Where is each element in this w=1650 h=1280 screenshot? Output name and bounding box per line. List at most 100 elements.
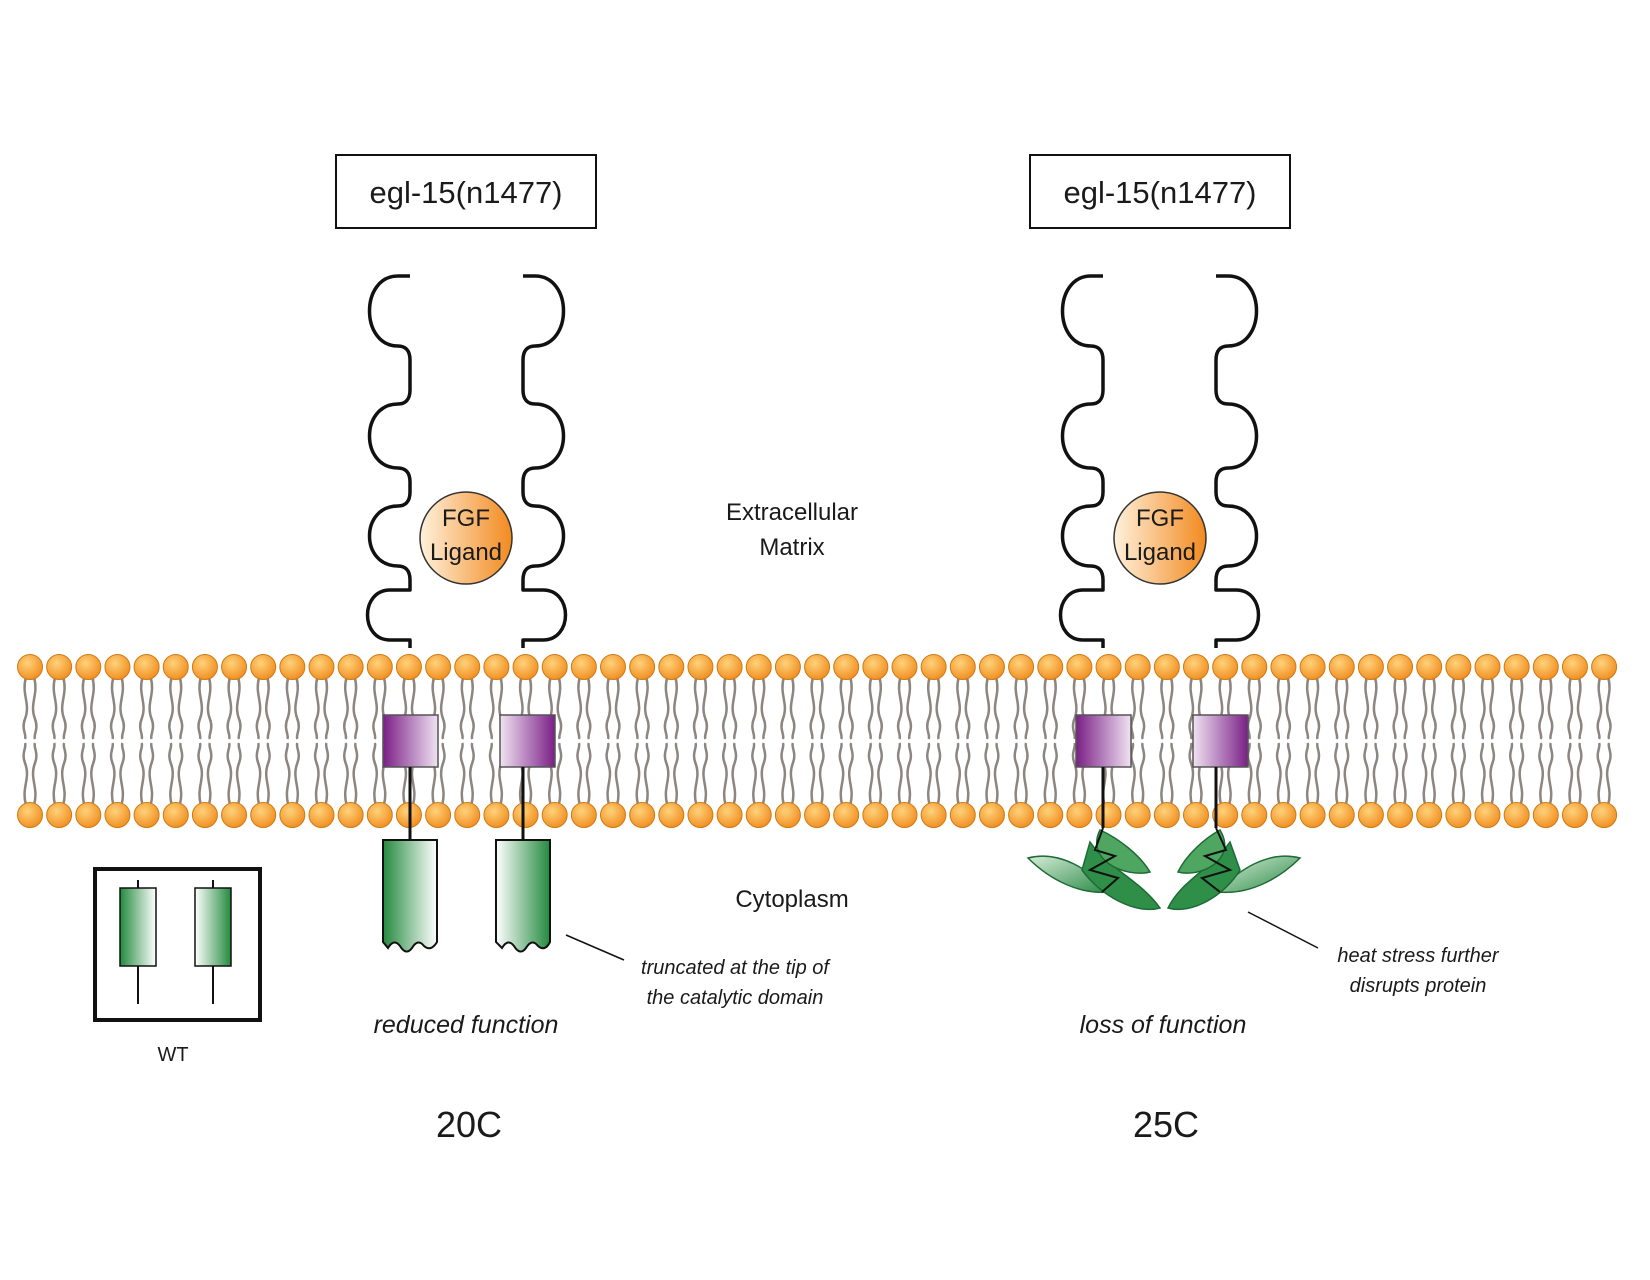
lipid-head-lower <box>1008 802 1035 828</box>
lipid-head-upper <box>862 654 889 680</box>
lipid-tail-upper <box>1567 676 1583 740</box>
receptor-right-extracellular-right <box>1214 274 1261 648</box>
ligand-left-line1: FGF <box>442 505 490 532</box>
lipid-tail-upper <box>1013 676 1029 740</box>
kinase-domain-truncated-left <box>382 839 438 953</box>
lipid-tail-upper <box>838 676 854 740</box>
lipid-head-upper <box>658 654 685 680</box>
lipid-tail-upper <box>1042 676 1058 740</box>
lipid-head-lower <box>279 802 306 828</box>
lipid-tail-upper <box>780 676 796 740</box>
lipid-head-lower <box>804 802 831 828</box>
lipid-tail-upper <box>1596 676 1612 740</box>
lipid-tail-upper <box>984 676 1000 740</box>
receptor-right-extracellular-left <box>1058 274 1105 648</box>
lipid-tail-lower <box>1392 742 1408 806</box>
lipid-tail-upper <box>284 676 301 740</box>
wt-inset: WT <box>93 867 262 1066</box>
allele-left-text: egl-15(n1477) <box>369 175 562 210</box>
lipid-tail-lower <box>1450 742 1467 806</box>
fgf-ligand-right: FGF Ligand <box>1113 491 1207 585</box>
lipid-head-upper <box>1037 654 1064 680</box>
kinase-domain-truncated-right <box>495 839 551 953</box>
lipid-head-upper <box>1561 654 1588 680</box>
lipid-tail-upper <box>1392 676 1408 740</box>
lipid-head-lower <box>600 802 626 828</box>
lipid-head-upper <box>1183 654 1209 680</box>
lipid-head-upper <box>1357 654 1384 680</box>
lipid-head-lower <box>833 802 860 828</box>
lipid-head-lower <box>308 802 335 828</box>
lipid-tail-upper <box>342 676 359 740</box>
lipid-head-lower <box>541 802 568 828</box>
lipid-tail-upper <box>896 676 913 740</box>
lipid-head-lower <box>891 802 918 828</box>
lipid-head-upper <box>75 654 102 680</box>
lipid-head-upper <box>454 654 481 680</box>
lipid-tail-upper <box>80 676 96 740</box>
lipid-tail-lower <box>168 742 184 806</box>
lipid-head-lower <box>920 802 947 828</box>
ligand-right-line2: Ligand <box>1124 539 1196 566</box>
lipid-head-upper <box>221 654 248 680</box>
lipid-head-lower <box>250 802 277 828</box>
receptor-left-extracellular-left <box>365 274 412 648</box>
lipid-head-upper <box>1503 654 1530 680</box>
lipid-head-lower <box>17 802 43 828</box>
lipid-head-upper <box>1416 654 1443 680</box>
lipid-head-upper <box>1328 654 1355 680</box>
lipid-head-lower <box>191 802 218 828</box>
lipid-tail-lower <box>342 742 359 806</box>
lipid-tail-upper <box>809 676 825 740</box>
temperature-left: 20C <box>436 1104 502 1145</box>
lipid-head-upper <box>541 654 568 680</box>
lipid-head-lower <box>337 802 364 828</box>
lipid-head-lower <box>366 802 393 828</box>
lipid-tail-lower <box>255 742 271 806</box>
note-left-line2: the catalytic domain <box>647 987 824 1009</box>
lipid-tail-lower <box>576 742 592 806</box>
lipid-head-upper <box>716 654 743 680</box>
lipid-tail-lower <box>138 742 155 806</box>
lipid-tail-upper <box>1275 676 1292 740</box>
note-right-line2: disrupts protein <box>1350 975 1487 997</box>
lipid-head-upper <box>1241 654 1268 680</box>
lipid-tail-upper <box>1304 676 1321 740</box>
lipid-head-lower <box>658 802 685 828</box>
lipid-tail-upper <box>168 676 184 740</box>
lipid-tail-upper <box>1450 676 1467 740</box>
lipid-tail-lower <box>313 742 330 806</box>
lipid-tail-lower <box>1246 742 1262 806</box>
lipid-tail-lower <box>22 742 38 806</box>
lipid-head-upper <box>1387 654 1414 680</box>
lipid-tail-upper <box>1246 676 1262 740</box>
lipid-head-upper <box>512 654 539 680</box>
region-cytoplasm: Cytoplasm <box>735 886 848 913</box>
lipid-tail-upper <box>1159 676 1175 740</box>
lipid-head-upper <box>1008 654 1035 680</box>
lipid-head-lower <box>1357 802 1384 828</box>
lipid-tail-lower <box>663 742 679 806</box>
lipid-head-lower <box>1328 802 1355 828</box>
fgf-ligand-left: FGF Ligand <box>419 491 513 585</box>
lipid-head-lower <box>1474 802 1501 828</box>
lipid-tail-upper <box>1479 676 1496 740</box>
note-left-line1: truncated at the tip of <box>641 957 831 979</box>
lipid-head-lower <box>512 802 539 828</box>
temperature-right: 25C <box>1133 1104 1199 1145</box>
lipid-tail-lower <box>838 742 854 806</box>
lipid-tail-lower <box>780 742 796 806</box>
lipid-head-upper <box>46 654 73 680</box>
region-extracellular-line1: Extracellular <box>726 499 858 526</box>
lipid-tail-lower <box>1479 742 1496 806</box>
lipid-tail-upper <box>1421 676 1437 740</box>
lipid-tail-upper <box>751 676 767 740</box>
lipid-head-lower <box>774 802 801 828</box>
lipid-tail-lower <box>1013 742 1029 806</box>
lipid-head-lower <box>1561 802 1588 828</box>
lipid-tail-upper <box>721 676 738 740</box>
lipid-head-lower <box>133 802 160 828</box>
lipid-head-upper <box>104 654 131 680</box>
